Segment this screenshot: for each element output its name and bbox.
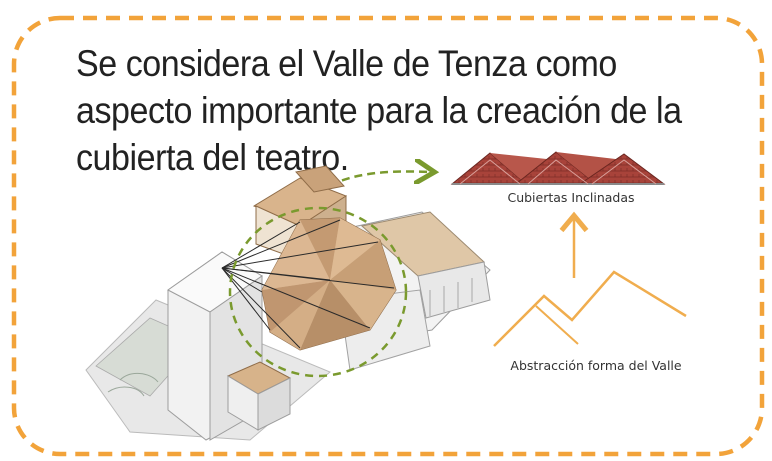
green-dashed-circle	[228, 206, 408, 378]
heading-text: Se considera el Valle de Tenza como aspe…	[76, 43, 682, 178]
theater-building-illustration	[85, 165, 491, 441]
label-valley-abstraction: Abstracción forma del Valle	[510, 358, 682, 373]
sloped-roofs-image	[450, 151, 666, 185]
valley-abstraction-lines	[493, 270, 687, 347]
label-sloped-roofs: Cubiertas Inclinadas	[507, 190, 635, 205]
